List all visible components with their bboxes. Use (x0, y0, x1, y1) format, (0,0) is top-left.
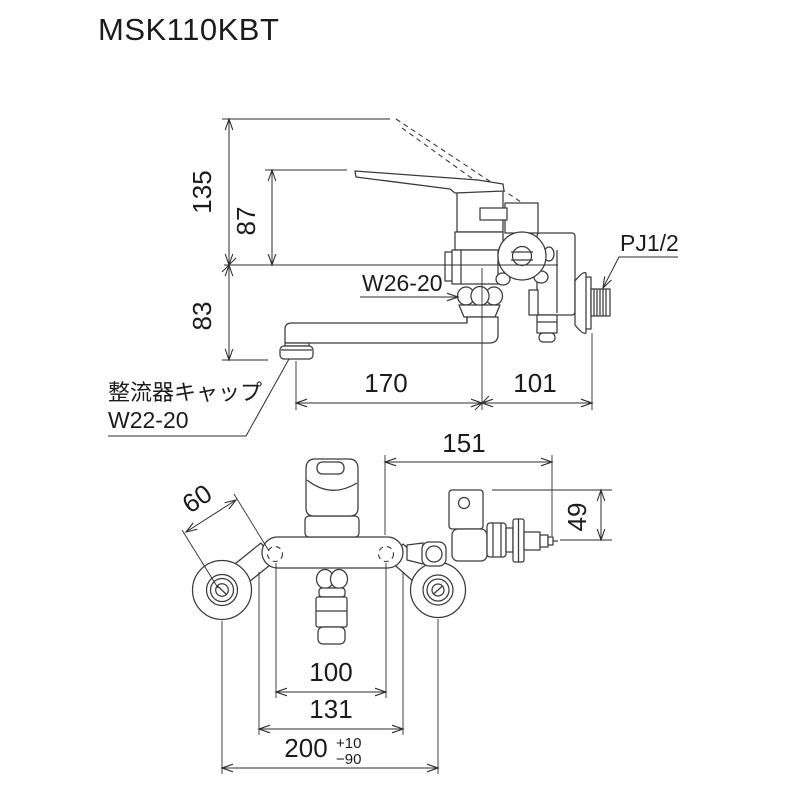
lever-top-slot (316, 461, 345, 475)
dimension-87: 87 (231, 168, 347, 267)
bracket-hole (457, 496, 471, 510)
inlet-center-right (377, 545, 395, 563)
label-w26-20: W26-20 (360, 270, 460, 302)
lever-face-curve (306, 479, 358, 491)
aerator-cap-label: 整流器キャップ (108, 380, 262, 405)
aerator-cap (279, 345, 314, 360)
dim-value-135: 135 (187, 170, 217, 213)
body-base-band (454, 231, 504, 251)
valve-nose-small (539, 534, 549, 548)
extension-line (233, 493, 270, 552)
label-aerator-cap: 整流器キャップ W22-20 (108, 358, 290, 437)
dim-value-60: 60 (177, 478, 218, 519)
lever-slot (479, 207, 508, 221)
wall-flange (574, 272, 592, 334)
ball-joint (425, 545, 443, 563)
spout (279, 316, 499, 360)
valve-hex-nut (486, 522, 507, 558)
dim-value-131: 131 (309, 694, 352, 724)
valve-collar (505, 527, 514, 553)
elbow-down-pipe (536, 314, 558, 334)
elbow-step (528, 289, 539, 316)
spout-cylinder (315, 596, 348, 628)
spout-tip (317, 626, 346, 645)
faucet-body (454, 186, 508, 251)
dimension-135: 135 (187, 117, 390, 273)
inlet-center-left (266, 545, 284, 563)
connector-taper (458, 304, 501, 318)
valve-nose (523, 531, 541, 551)
dim-value-49: 49 (562, 503, 592, 532)
valve-pin (547, 536, 554, 546)
leader-line (108, 358, 290, 437)
spout-tube (284, 316, 499, 344)
lever-handle (354, 170, 505, 194)
dimension-line (184, 499, 238, 533)
mounting-bracket (448, 489, 484, 530)
check-valve-unit (406, 489, 558, 567)
spout-nut-w26 (456, 285, 504, 307)
nut-bump (470, 285, 490, 307)
valve-body (451, 528, 488, 562)
spout-front (315, 568, 349, 645)
elbow-top-block (504, 202, 539, 234)
dim-value-170: 170 (364, 368, 407, 398)
dimension-49: 49 (492, 488, 612, 542)
body-bar (261, 536, 404, 569)
front-view: 151 49 60 100 131 (177, 428, 612, 774)
dim-value-100: 100 (309, 657, 352, 687)
phantom-line (401, 127, 487, 182)
flange-ring-dark (209, 577, 235, 603)
right-wall-flange (409, 561, 467, 619)
dial-inner (511, 245, 533, 267)
dimension-200: 200 +10 −90 (220, 619, 440, 774)
leader-line (602, 256, 678, 290)
lever-handle-front (304, 458, 360, 538)
dim-tolerance-minus: −90 (336, 751, 361, 768)
left-wall-flange (191, 559, 253, 621)
spout-nut-thread-label: W26-20 (362, 270, 443, 296)
dimension-131: 131 (257, 572, 405, 735)
extension-line (181, 529, 219, 589)
connector-block (451, 249, 499, 285)
tick-slash (474, 395, 490, 411)
aerator-thread-label: W22-20 (108, 407, 189, 433)
dim-tolerance-plus: +10 (336, 735, 361, 752)
screw-slot (433, 585, 443, 595)
dim-value-200: 200 (284, 733, 327, 763)
valve-taper (406, 542, 424, 565)
wall-thread-label: PJ1/2 (620, 230, 679, 256)
spout-connector (444, 249, 504, 318)
label-pj12: PJ1/2 (602, 230, 679, 290)
spout-ring (318, 587, 346, 598)
flange-ring-dark (426, 578, 450, 602)
dimension-151: 151 (383, 428, 554, 536)
dial-bump (495, 272, 511, 286)
dim-value-101: 101 (513, 368, 556, 398)
temperature-dial (495, 231, 555, 286)
wall-thread-pipe (590, 288, 611, 317)
page-title: MSK110KBT (98, 12, 279, 47)
lever-base (304, 515, 360, 538)
side-view: 135 87 83 170 101 W26-20 (108, 117, 679, 437)
spout-nut-bump (329, 568, 349, 590)
dimension-100: 100 (274, 563, 388, 698)
dim-value-151: 151 (442, 428, 485, 458)
pipe-end (538, 332, 556, 343)
aerator-cap-body (279, 345, 314, 360)
dimension-83: 83 (187, 263, 268, 362)
dim-value-83: 83 (187, 302, 217, 331)
screw-slot (217, 585, 227, 595)
dimension-170-101: 170 101 (294, 268, 594, 411)
dim-value-87: 87 (231, 207, 261, 236)
